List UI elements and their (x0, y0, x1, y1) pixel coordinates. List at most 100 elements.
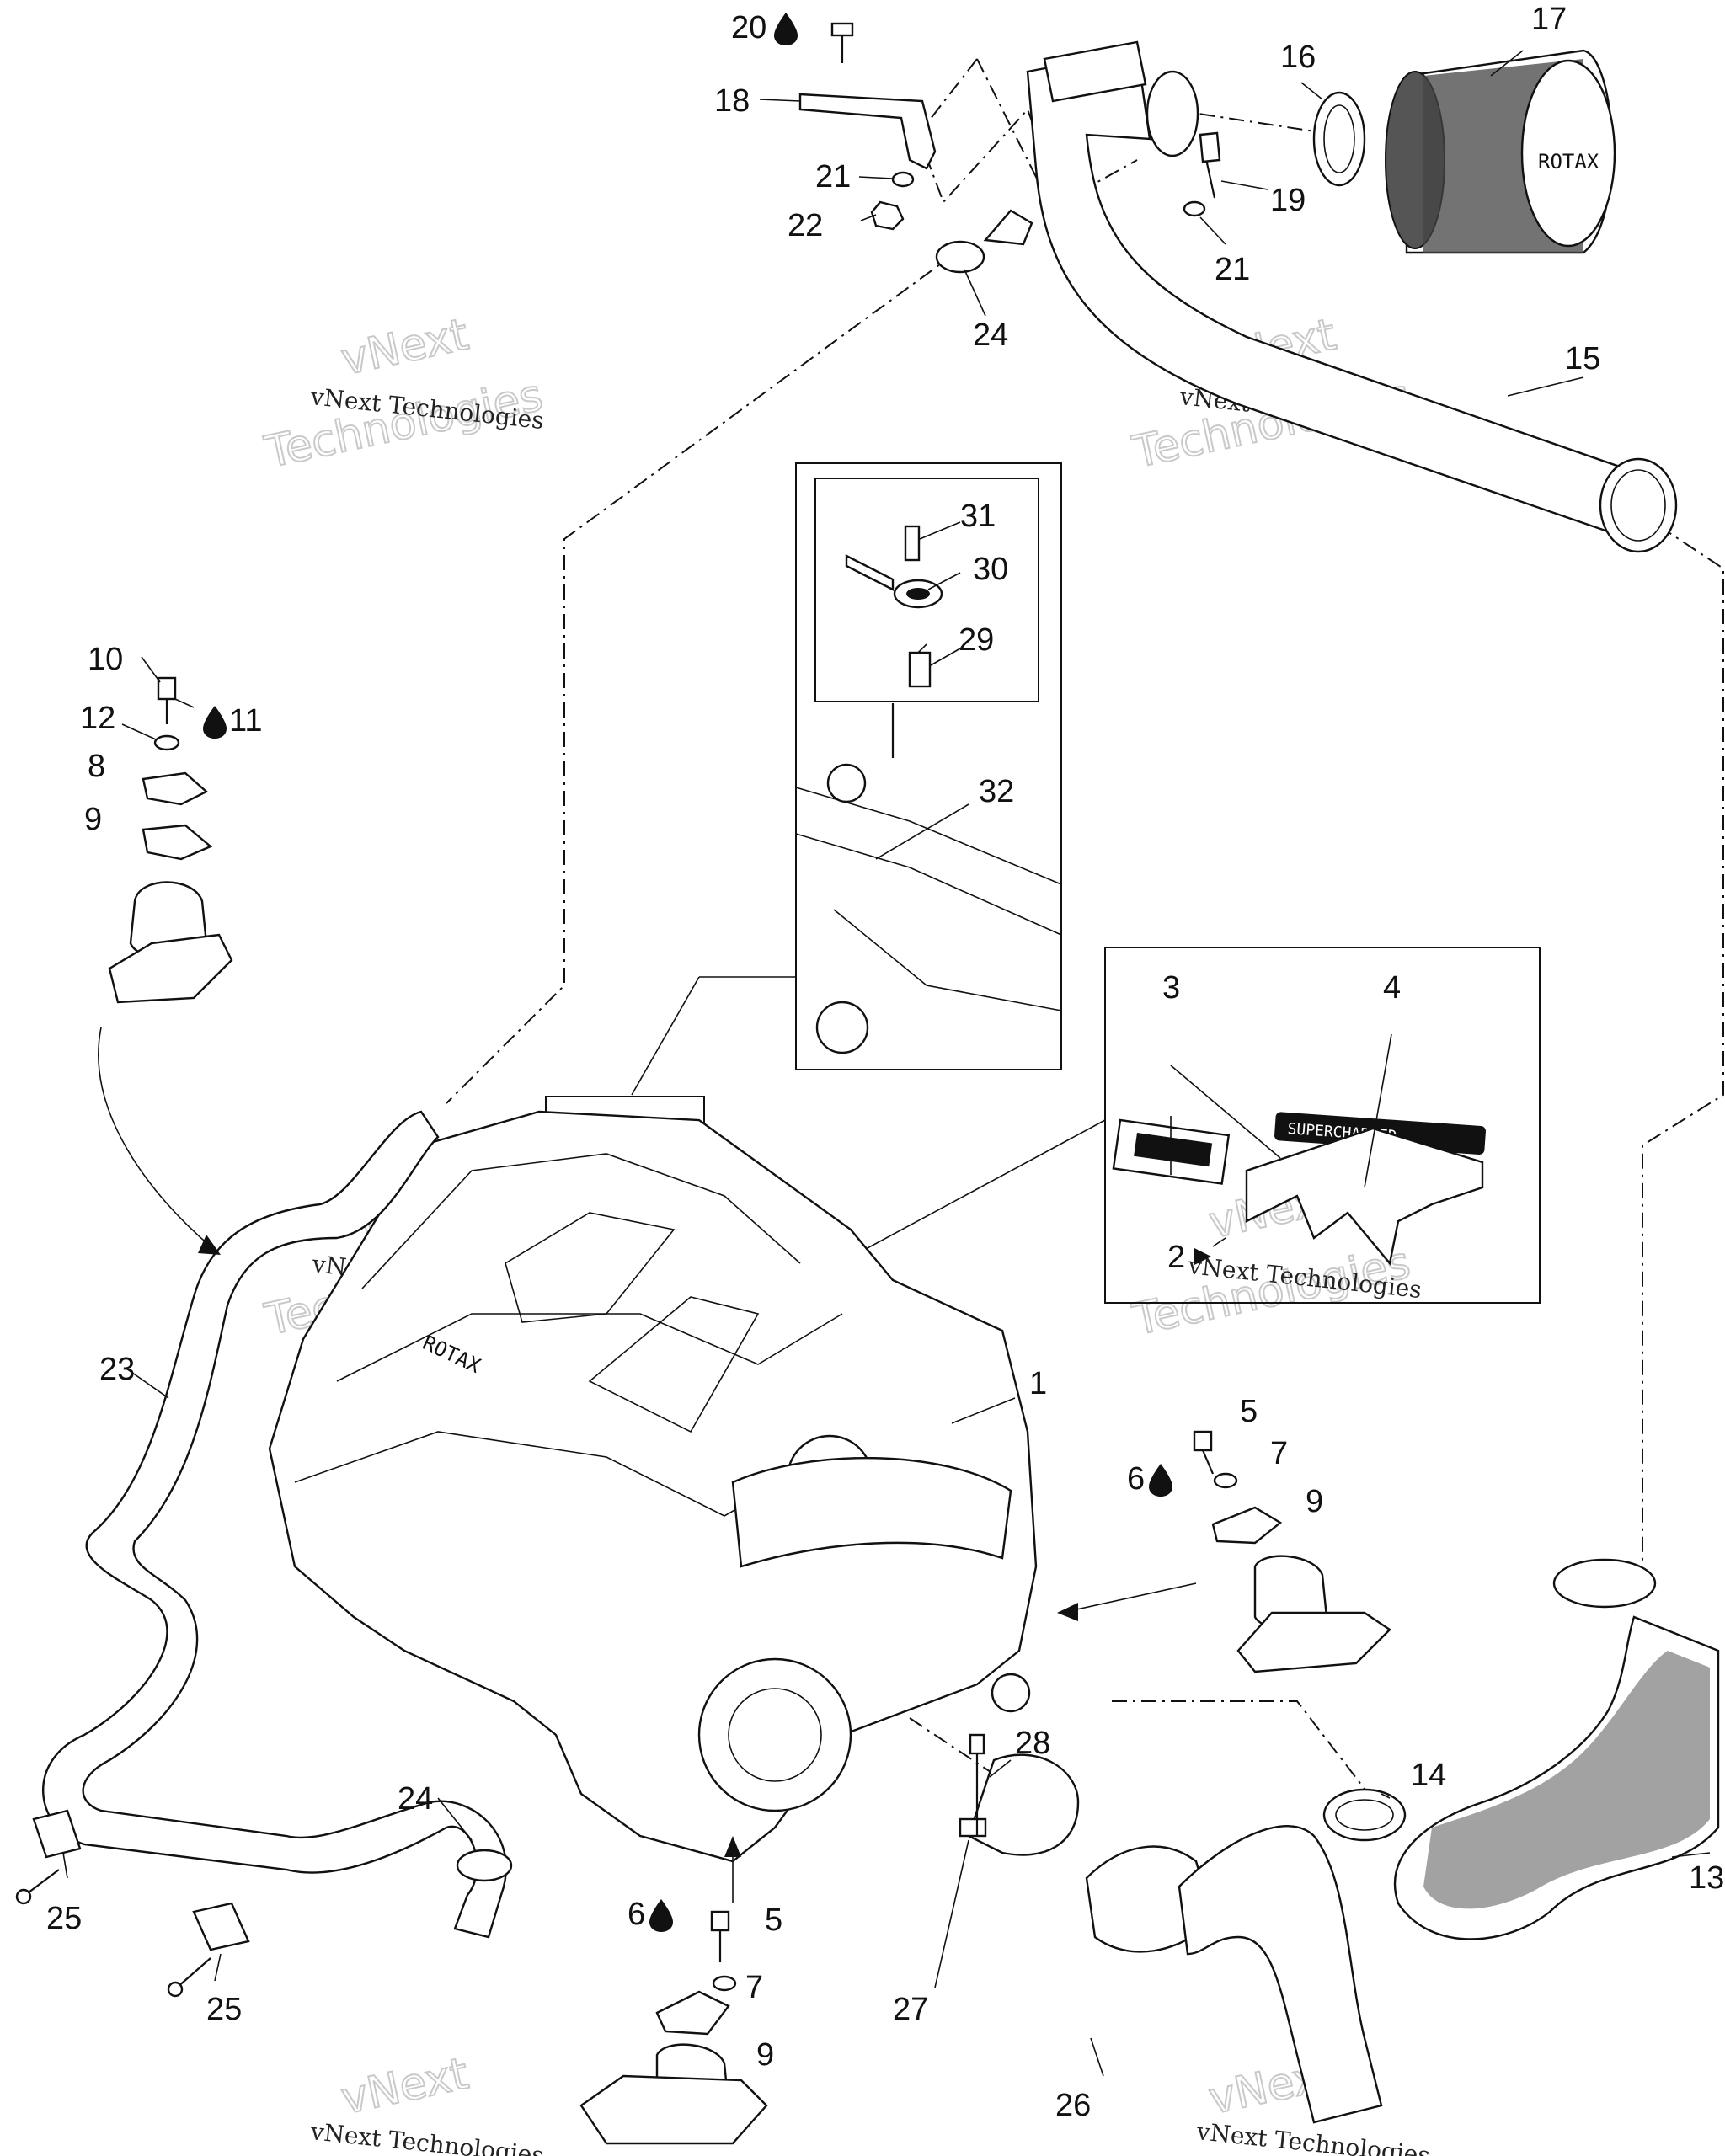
leader-21 (858, 176, 894, 179)
clip-25-left-screw-head (15, 1888, 32, 1905)
callout-24-bottom: 24 (398, 1781, 433, 1817)
leader-24-bottom (437, 1797, 473, 1841)
callout-23: 23 (99, 1352, 135, 1387)
leader-16 (1300, 82, 1323, 100)
bolt-5-right (1193, 1430, 1213, 1452)
callout-12: 12 (80, 701, 115, 736)
callout-17: 17 (1531, 2, 1567, 37)
leader-4a (1364, 1033, 1392, 1188)
oil-drop-icon (649, 1899, 673, 1932)
callout-27: 27 (893, 1992, 928, 2027)
callouts: 1 2 3 4 5 5 6 6 7 7 8 9 9 9 10 11 12 13 … (46, 2, 1724, 2123)
intake-assembly: ROTAX (798, 22, 1678, 553)
callout-13: 13 (1689, 1860, 1724, 1896)
leader-29 (930, 648, 961, 666)
dash-intake-top (976, 58, 1071, 245)
inset-line-1 (795, 787, 1062, 885)
callout-25-right: 25 (206, 1992, 242, 2027)
arrow-head-right (1057, 1603, 1078, 1621)
callout-24-top: 24 (973, 318, 1008, 353)
inset-fitting (826, 763, 867, 803)
callout-21-left: 21 (815, 159, 851, 195)
plate-9-left (142, 824, 213, 861)
leader-15 (1507, 376, 1584, 397)
leader-13 (1671, 1852, 1711, 1858)
washer-7-bottom (712, 1975, 737, 1992)
plate-8 (142, 771, 209, 806)
engine-mount-left (108, 676, 233, 1004)
oil-drop-icon (1149, 1464, 1172, 1497)
washer-21b (1183, 200, 1206, 217)
bolt-5-bottom (710, 1910, 730, 1932)
clamp-top-right (1552, 1558, 1657, 1609)
hose-23 (42, 1110, 507, 1939)
leader-21b (1199, 216, 1226, 245)
callout-25-left: 25 (46, 1901, 82, 1936)
bracket-18 (798, 93, 937, 170)
callout-15: 15 (1565, 341, 1600, 376)
callout-10: 10 (88, 642, 123, 677)
leader-25b (214, 1953, 222, 1982)
leader-lines (62, 50, 1711, 2077)
decal-3-print (1134, 1132, 1213, 1167)
callout-5-bottom: 5 (765, 1903, 782, 1938)
washer-21 (891, 171, 915, 188)
clamp-24-bottom (456, 1849, 513, 1882)
callout-7-bottom: 7 (745, 1970, 763, 2005)
oil-drop-icon (774, 13, 798, 45)
inset-decals: SUPERCHARGED (1104, 947, 1541, 1304)
leader-23 (126, 1368, 169, 1399)
air-filter-cap (1520, 59, 1616, 248)
dash-filter (1170, 109, 1365, 140)
callout-4: 4 (1383, 970, 1401, 1006)
outlet-assembly (959, 1558, 1720, 2124)
leader-10 (141, 656, 161, 683)
dash-hose-right (1633, 509, 1724, 1566)
callout-28: 28 (1015, 1726, 1050, 1761)
callout-8: 8 (88, 749, 105, 784)
inset-frame (795, 462, 1062, 1070)
inset-cover-detail (795, 462, 1062, 1070)
callout-7-right: 7 (1270, 1436, 1288, 1471)
clamp-16-inner (1323, 104, 1355, 173)
screw-20-head (830, 22, 854, 37)
callout-2: 2 (1167, 1240, 1185, 1275)
engine-outlet (991, 1673, 1031, 1713)
callout-20: 20 (731, 10, 766, 45)
nut-22 (870, 200, 905, 231)
leader-12 (121, 723, 157, 740)
arrow-head-bottom (724, 1836, 741, 1857)
bolt-28-head (969, 1733, 985, 1755)
clamp-14-inner (1335, 1799, 1394, 1831)
inset-subframe (814, 478, 1039, 702)
watermark-caption: vNext Technologies (1194, 2117, 1431, 2156)
oil-drops (203, 13, 1172, 1932)
grommet-30-hole (906, 588, 930, 600)
bolt-10-head (157, 676, 177, 701)
tube-29 (908, 651, 932, 688)
callout-16: 16 (1280, 40, 1316, 75)
screw-20 (830, 22, 854, 63)
fitting-31-arm (845, 554, 895, 591)
callout-21-right: 21 (1215, 252, 1250, 287)
clamp-27 (967, 1753, 1080, 1856)
oil-drop-icon (203, 706, 227, 739)
callout-3: 3 (1162, 970, 1180, 1006)
leader-22 (860, 214, 877, 221)
leader-24-top (964, 269, 986, 317)
arrow-head-left (198, 1235, 221, 1255)
clip-25-left (15, 1809, 82, 1905)
arrow-2 (1194, 1237, 1226, 1265)
hose-13-ribs (1423, 1651, 1710, 1909)
engine-pulley (697, 1657, 852, 1812)
clip-25-right-screw-head (167, 1981, 184, 1998)
callout-26: 26 (1055, 2088, 1091, 2123)
callout-9-bottom: 9 (756, 2037, 774, 2073)
leader-17 (1490, 50, 1524, 77)
leader-30 (927, 572, 961, 590)
callout-9-left: 9 (84, 802, 102, 837)
clip-25-right-screw (176, 1957, 211, 1988)
plate-9-right (1211, 1506, 1283, 1545)
inset-cap (815, 1001, 869, 1054)
washer-7-right (1213, 1472, 1238, 1489)
